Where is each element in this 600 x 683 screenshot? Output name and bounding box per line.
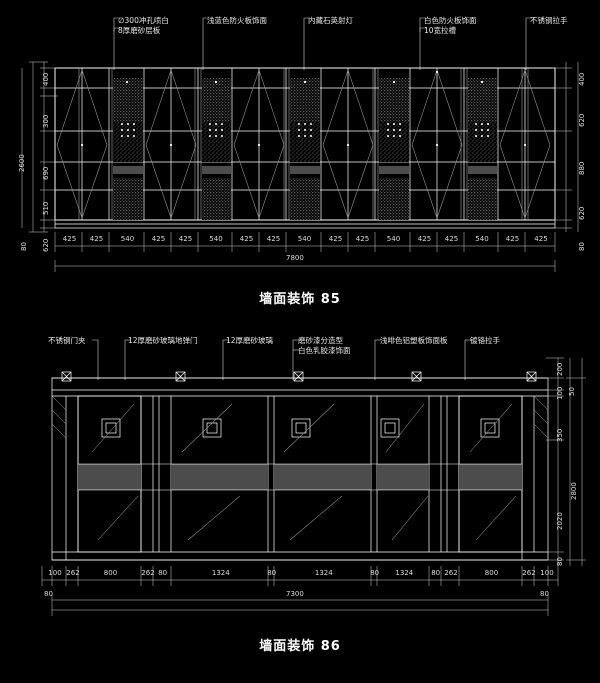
dimension-text: 540 xyxy=(386,235,401,243)
dimension-text: 80 xyxy=(578,242,586,251)
dimension-text: 540 xyxy=(297,235,312,243)
dimension-text: 262 xyxy=(522,569,536,577)
callout-label: ∅300冲孔喷白 xyxy=(118,16,169,25)
upper-elevation-85 xyxy=(21,17,579,272)
dimension-text: 425 xyxy=(444,235,459,243)
upper-left-dimensions xyxy=(21,61,58,233)
dimension-text: 100 xyxy=(48,569,62,577)
overall-height-text: 2600 xyxy=(18,154,26,172)
dimension-text: 510 xyxy=(42,201,50,215)
overall-width-text: 7800 xyxy=(286,254,304,262)
end-mark-text: 80 xyxy=(540,590,549,598)
callout-label: 镀铬拉手 xyxy=(470,336,500,345)
dimension-text: 425 xyxy=(89,235,104,243)
dimension-text: 262 xyxy=(141,569,155,577)
dimension-text: 80 xyxy=(431,569,441,577)
dimension-text: 425 xyxy=(266,235,281,243)
dimension-text: 425 xyxy=(505,235,520,243)
upper-texture-panels xyxy=(113,78,497,220)
callout-label: 不锈钢门夹 xyxy=(48,336,86,345)
dimension-text: 425 xyxy=(534,235,548,243)
dimension-text: 80 xyxy=(158,569,168,577)
dimension-text: 425 xyxy=(62,235,77,243)
dimension-text: 425 xyxy=(151,235,166,243)
dimension-text: 800 xyxy=(103,569,118,577)
dimension-text: 620 xyxy=(578,206,586,220)
dimension-text: 690 xyxy=(42,166,50,180)
dimension-text: 1324 xyxy=(314,569,333,577)
dimension-text: 262 xyxy=(444,569,458,577)
dimension-text: 880 xyxy=(578,161,586,175)
dimension-text: 800 xyxy=(484,569,499,577)
fascia-mullions xyxy=(61,371,537,382)
dimension-text: 1324 xyxy=(211,569,230,577)
callout-label: 内藏石英射灯 xyxy=(308,16,353,25)
dimension-text: 80 xyxy=(20,242,28,251)
return-wall-hatch xyxy=(51,395,549,439)
lower-elevation-86 xyxy=(41,339,586,616)
dimension-text: 80 xyxy=(370,569,380,577)
end-mark-text: 80 xyxy=(44,590,53,598)
upper-center-marks xyxy=(80,143,527,147)
callout-label: 不锈钢拉手 xyxy=(530,16,568,25)
dimension-text: 200 xyxy=(556,362,564,376)
perforation-dots xyxy=(121,123,489,137)
glass-sheen-lines xyxy=(91,403,517,541)
dimension-text: 400 xyxy=(578,72,586,86)
overall-height-text: 2800 xyxy=(570,482,578,500)
callout-label: 10宽拉槽 xyxy=(424,26,457,35)
spotlight-markers xyxy=(125,70,484,84)
callout-label: 白色防火板饰面 xyxy=(424,16,477,25)
callout-label: 浅蓝色防火板饰面 xyxy=(207,16,267,25)
callout-label: 12厚磨砂玻璃 xyxy=(226,336,274,345)
dimension-text: 50 xyxy=(568,387,576,396)
dimension-text: 400 xyxy=(42,72,50,86)
upper-glass-diagonals xyxy=(56,69,551,219)
callout-label: 12厚磨砂玻璃地弹门 xyxy=(128,336,198,345)
callout-label: 8厚磨砂层板 xyxy=(118,26,161,35)
dimension-text: 100 xyxy=(556,386,564,400)
upper-bottom-dimensions xyxy=(54,232,556,272)
lower-leader-lines xyxy=(92,339,471,380)
dimension-text: 80 xyxy=(556,557,564,566)
dimension-text: 540 xyxy=(209,235,223,243)
dimension-text: 262 xyxy=(66,569,80,577)
door-handle-plates xyxy=(101,418,500,438)
dimension-text: 2020 xyxy=(556,512,564,530)
dimension-text: 350 xyxy=(556,428,564,442)
lower-bottom-dimensions xyxy=(41,566,559,616)
dimension-text: 80 xyxy=(267,569,277,577)
upper-drawing-title: 墙面装饰 85 xyxy=(259,292,341,307)
lower-drawing-title: 墙面装饰 86 xyxy=(259,639,341,654)
callout-label: 磨砂漆分造型 xyxy=(298,336,343,345)
dimension-text: 425 xyxy=(355,235,370,243)
dimension-text: 540 xyxy=(120,235,135,243)
dimension-text: 425 xyxy=(328,235,343,243)
dimension-text: 300 xyxy=(42,114,50,128)
upper-right-dimensions xyxy=(552,62,579,232)
dimension-text: 425 xyxy=(417,235,432,243)
dimension-text: 425 xyxy=(239,235,254,243)
overall-width-text: 7300 xyxy=(286,590,304,598)
lower-right-dimensions xyxy=(546,357,586,566)
dimension-text: 100 xyxy=(540,569,554,577)
callout-label: 白色乳胶漆饰面 xyxy=(298,346,351,355)
dimension-text: 620 xyxy=(578,113,586,127)
dimension-text: 540 xyxy=(475,235,489,243)
dimension-text: 1324 xyxy=(395,569,414,577)
dimension-text: 620 xyxy=(42,238,50,252)
upper-leader-lines xyxy=(113,17,532,70)
frosted-glass-bands xyxy=(78,464,522,490)
dimension-text: 425 xyxy=(178,235,193,243)
callout-label: 浅啡色铝塑板饰面板 xyxy=(380,336,448,345)
